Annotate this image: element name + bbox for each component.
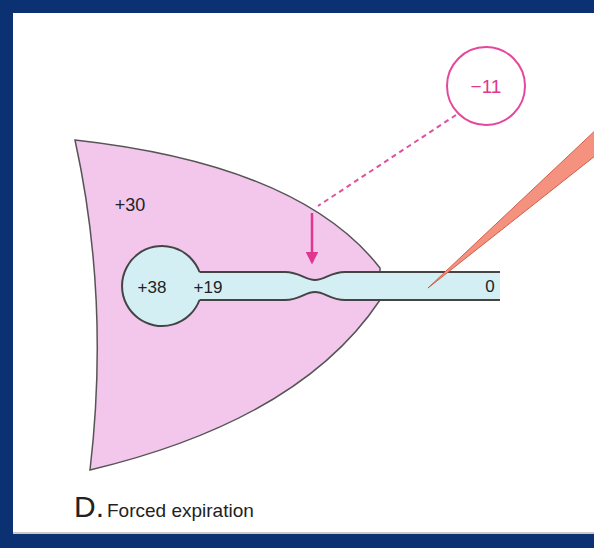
airway-wall xyxy=(122,246,199,326)
circle-outline xyxy=(447,47,525,125)
pressure-arrow xyxy=(311,213,314,262)
pleural-region-outline xyxy=(70,135,390,480)
pressure-value: +38 xyxy=(138,279,167,296)
panel-letter: D. xyxy=(74,490,104,524)
pressure-value: +19 xyxy=(194,279,223,296)
pressure-value: 0 xyxy=(485,278,494,295)
pleural-region: +30+38+190 xyxy=(70,135,390,480)
pleural-fill xyxy=(75,140,380,470)
dashed-leader xyxy=(318,115,456,206)
caption: Forced expiration xyxy=(107,500,254,522)
airway-wall xyxy=(200,272,501,280)
pressure-value: −11 xyxy=(471,77,502,96)
pressure-value: +30 xyxy=(115,196,146,214)
pointer-wedge xyxy=(428,126,594,288)
pressure-circle: −11 xyxy=(444,44,528,128)
caption-row: D.Forced expiration xyxy=(74,490,254,524)
airway-wall xyxy=(200,292,501,300)
